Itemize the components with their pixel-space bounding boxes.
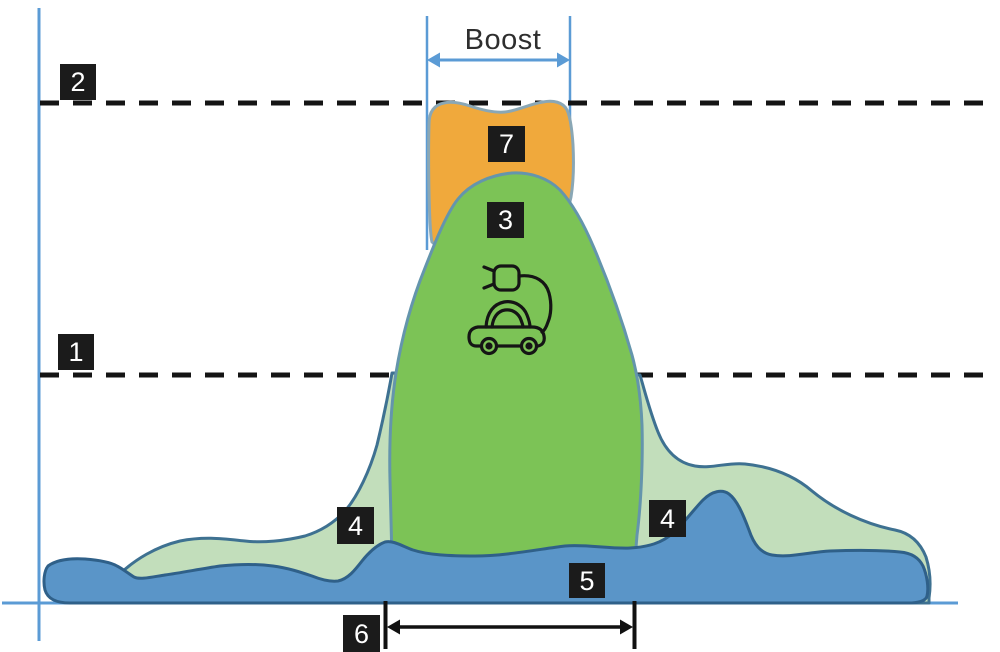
marker-1: 1 bbox=[58, 334, 94, 370]
ev-charging-load-area bbox=[388, 171, 644, 562]
marker-2-box bbox=[60, 64, 96, 100]
marker-3-label: 3 bbox=[498, 205, 513, 235]
car-window-icon bbox=[490, 308, 525, 329]
marker-6-box bbox=[343, 615, 380, 652]
marker-4-right: 4 bbox=[649, 500, 686, 537]
marker-6: 6 bbox=[343, 615, 380, 652]
car-body-icon bbox=[467, 325, 546, 348]
plug-prong-bottom-icon bbox=[482, 282, 496, 290]
duration-arrowhead-left bbox=[387, 619, 400, 635]
car-hub-right-icon bbox=[525, 342, 533, 350]
car-roof-icon bbox=[484, 300, 532, 329]
marker-4-right-label: 4 bbox=[660, 504, 675, 534]
plug-head-icon bbox=[492, 264, 521, 292]
car-hub-left-icon bbox=[485, 342, 493, 350]
marker-2-label: 2 bbox=[70, 67, 85, 97]
plug-prong-top-icon bbox=[482, 265, 496, 273]
marker-7-box bbox=[488, 126, 525, 162]
marker-3: 3 bbox=[487, 202, 524, 238]
boost-label: Boost bbox=[465, 24, 542, 56]
marker-1-label: 1 bbox=[68, 337, 83, 367]
marker-4-right-box bbox=[649, 500, 686, 537]
plug-cable-icon bbox=[517, 274, 553, 334]
marker-3-box bbox=[487, 202, 524, 238]
marker-7-label: 7 bbox=[499, 129, 514, 159]
marker-4-left-box bbox=[337, 507, 374, 544]
marker-2: 2 bbox=[60, 64, 96, 100]
marker-7: 7 bbox=[488, 126, 525, 162]
marker-6-label: 6 bbox=[354, 619, 369, 649]
base-load-area bbox=[42, 489, 930, 605]
marker-4-left: 4 bbox=[337, 507, 374, 544]
boost-range-arrow bbox=[427, 52, 570, 68]
marker-4-left-label: 4 bbox=[348, 511, 363, 541]
duration-arrowhead-right bbox=[620, 619, 633, 635]
ev-charging-car-icon bbox=[467, 264, 553, 356]
marker-5: 5 bbox=[569, 563, 605, 598]
duration-range-arrow bbox=[383, 601, 637, 649]
boost-arrowhead-right bbox=[557, 52, 570, 68]
marker-5-box bbox=[569, 563, 605, 598]
marker-1-box bbox=[58, 334, 94, 370]
marker-5-label: 5 bbox=[579, 566, 594, 596]
boost-arrowhead-left bbox=[427, 52, 440, 68]
